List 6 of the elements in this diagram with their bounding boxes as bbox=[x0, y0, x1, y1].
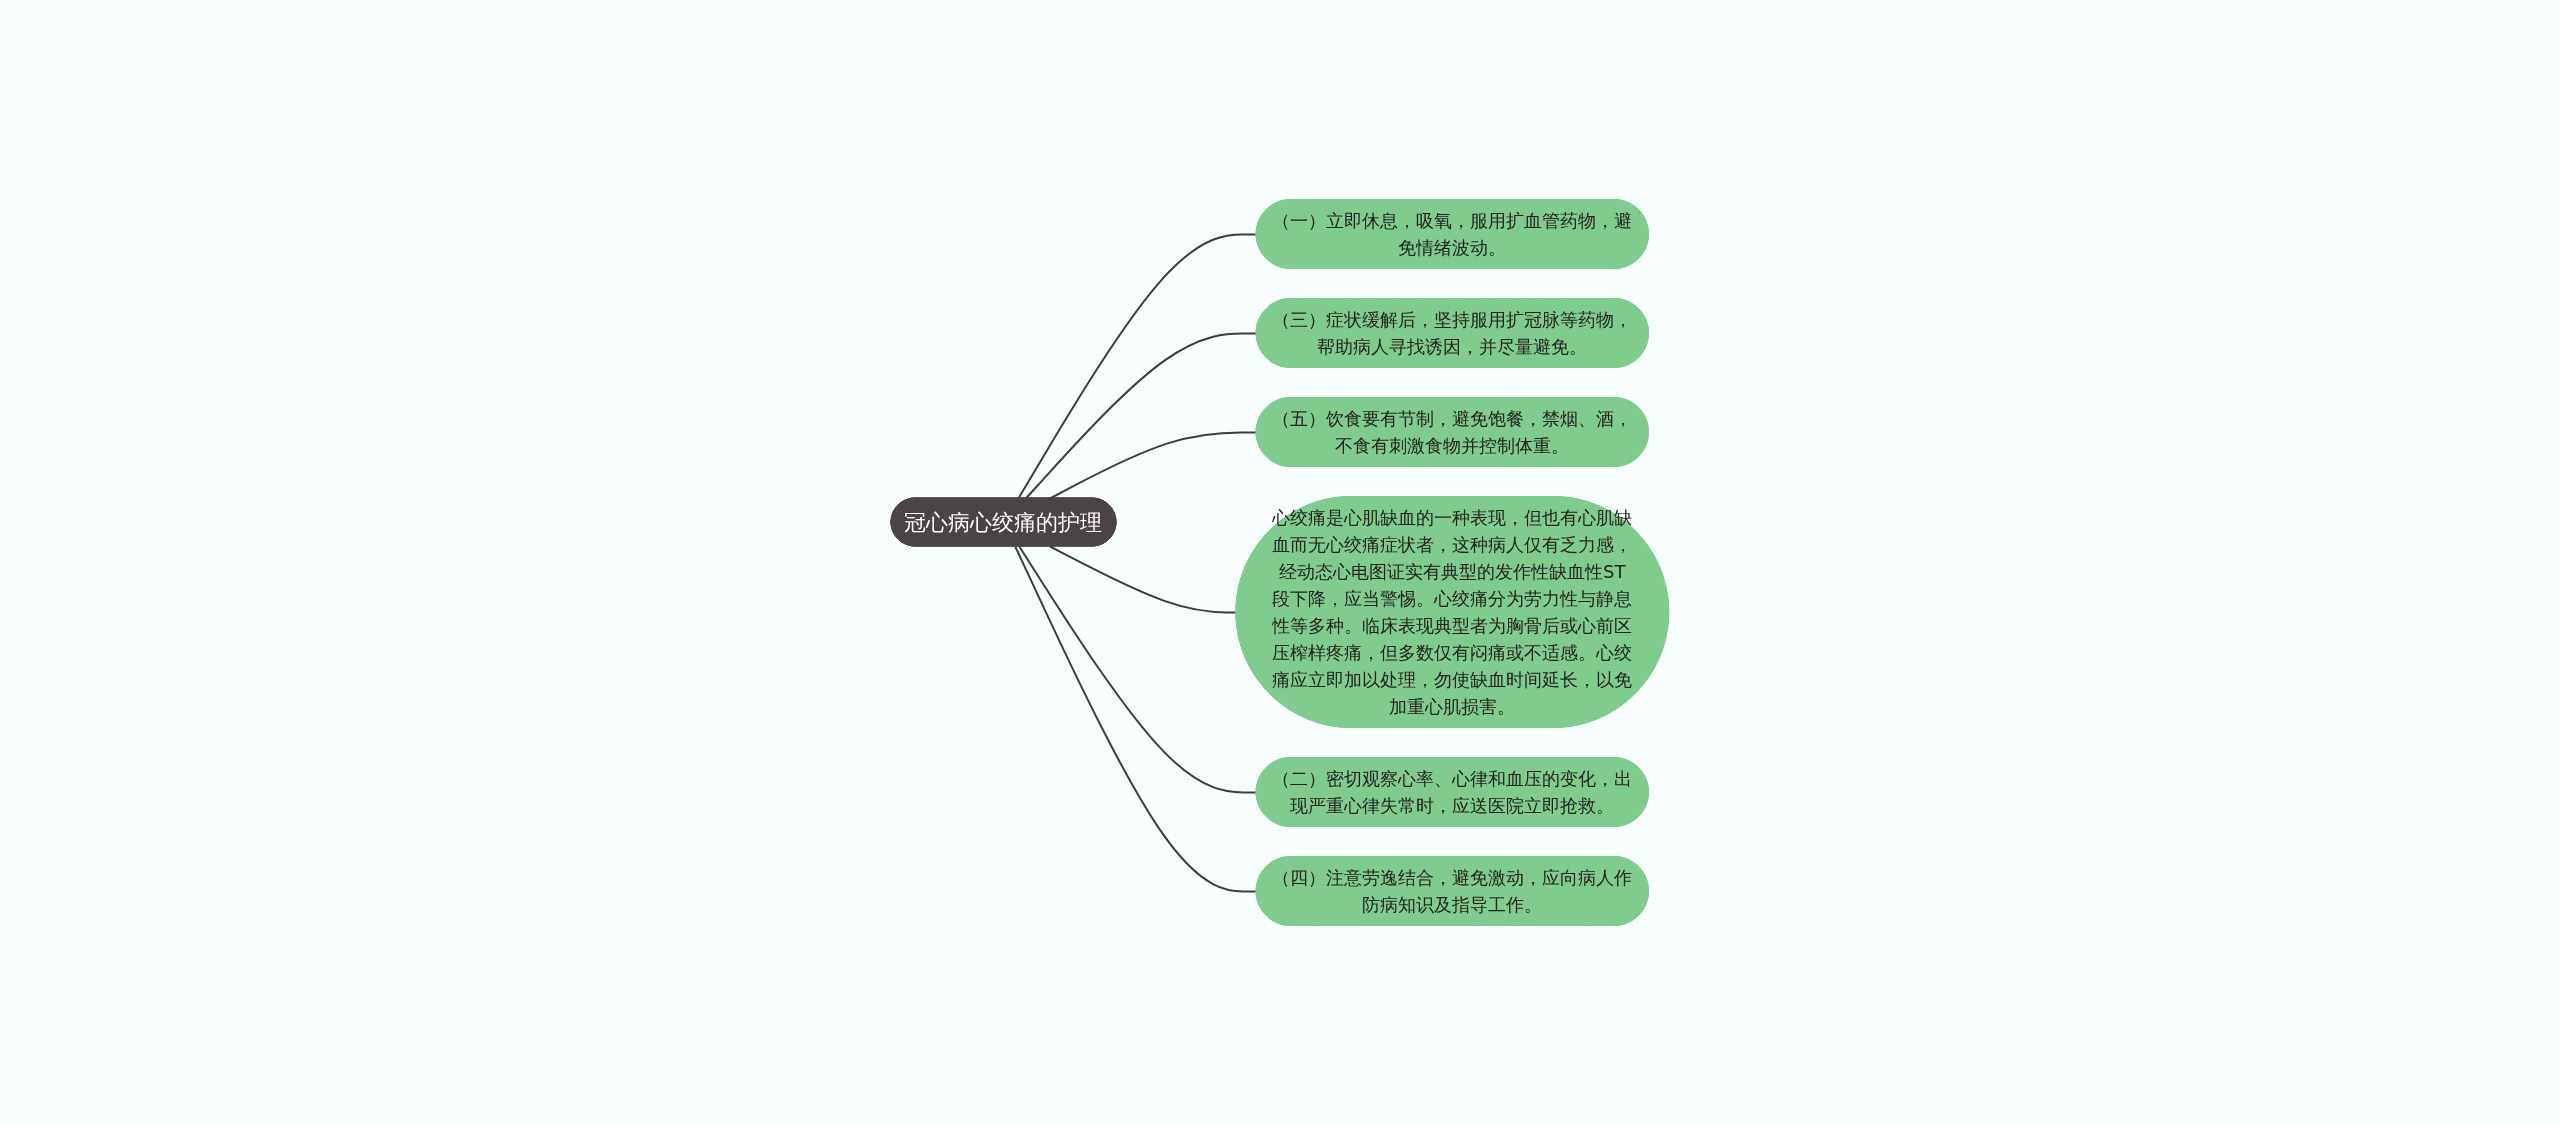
connector bbox=[1014, 545, 1258, 893]
connector bbox=[1017, 233, 1258, 500]
connector bbox=[1049, 431, 1258, 500]
connector bbox=[1018, 545, 1258, 794]
connector bbox=[1025, 332, 1258, 500]
connector bbox=[1049, 545, 1238, 614]
